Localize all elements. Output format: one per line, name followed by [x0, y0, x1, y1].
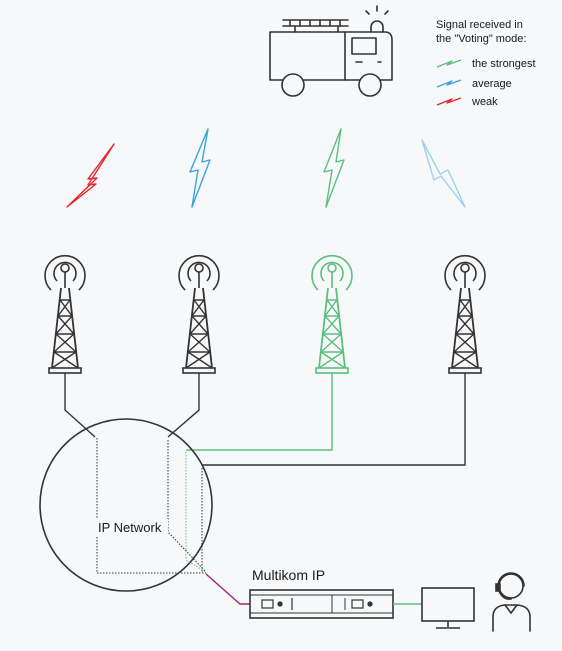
legend-item-weak: weak — [436, 96, 498, 108]
link-network-device — [205, 573, 250, 605]
link-tower-1 — [64, 373, 96, 438]
legend-label: average — [472, 78, 512, 90]
lightning-bolt-icon — [436, 97, 462, 106]
link-tower-3 — [186, 373, 333, 451]
headset-operator-icon — [492, 572, 531, 632]
lightning-bolt-icon — [436, 59, 462, 68]
multikom-device: Multikom IP — [249, 567, 394, 619]
legend-item-strongest: the strongest — [436, 58, 536, 70]
radio-tower-icon — [178, 254, 220, 374]
link-tower-4 — [202, 373, 466, 466]
tower-links — [64, 373, 466, 466]
lightning-bolt-icon — [421, 139, 466, 208]
legend: Signal received in the "Voting" mode: th… — [436, 19, 536, 108]
legend-title-line2: the "Voting" mode: — [436, 33, 526, 45]
lightning-bolt-icon — [189, 128, 211, 208]
radio-tower-icon — [44, 254, 86, 374]
lightning-bolt-icon — [323, 128, 345, 208]
link-tower-2 — [167, 373, 200, 438]
legend-label: weak — [471, 96, 498, 108]
fire-truck-icon — [269, 5, 393, 97]
ip-network: IP Network — [39, 418, 213, 592]
radio-tower-icon — [311, 254, 353, 374]
legend-item-average: average — [436, 78, 512, 90]
legend-label: the strongest — [472, 58, 536, 70]
monitor-icon — [421, 587, 475, 629]
lightning-bolt-icon — [66, 143, 115, 208]
lightning-bolt-icon — [436, 79, 462, 88]
network-label: IP Network — [98, 520, 162, 535]
radio-tower-icon — [444, 254, 486, 374]
legend-title-line1: Signal received in — [436, 19, 523, 31]
device-label: Multikom IP — [252, 567, 325, 583]
